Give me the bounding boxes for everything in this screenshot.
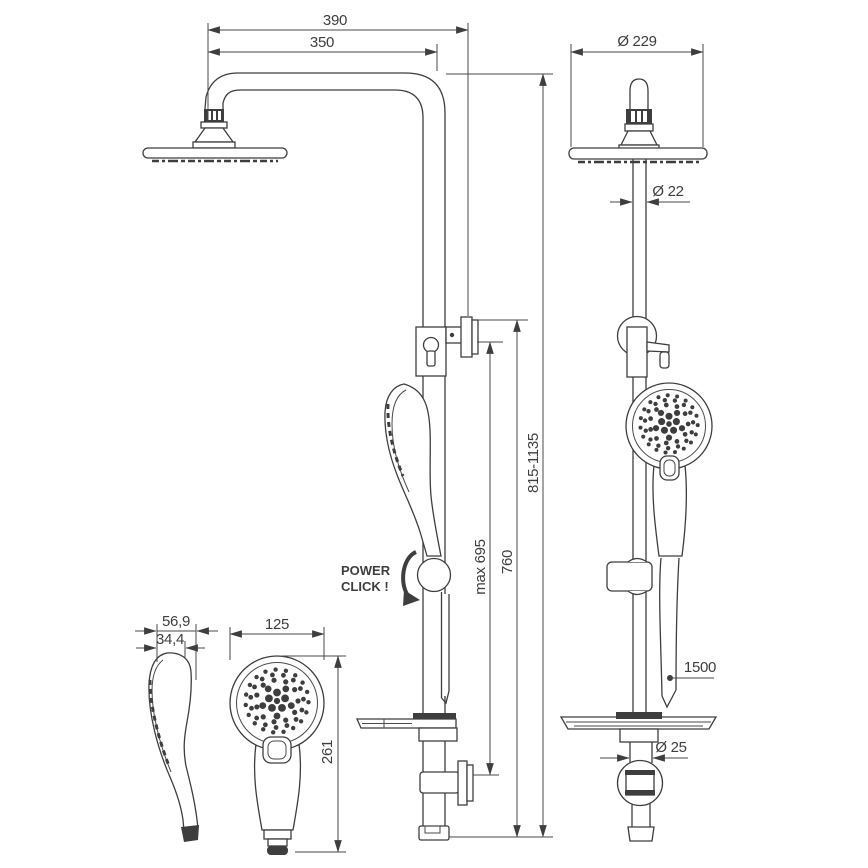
diverter-valve-side [415, 326, 447, 377]
dim-22-label: Ø 22 [652, 183, 683, 200]
spray-face-large [243, 667, 311, 735]
dim-261-label: 261 [319, 740, 336, 764]
lower-wall-bracket-side [419, 760, 474, 806]
power-click-label-1: POWER [341, 563, 391, 578]
side-view-dimensions: 390 350 max 695 760 815-1135 [207, 12, 553, 838]
power-click-knob [416, 557, 452, 593]
handshower-on-rail-side [384, 383, 442, 557]
handshower-front-view: 125 261 [229, 616, 346, 855]
front-view-dimensions: Ø 229 Ø 22 1500 Ø 25 [570, 33, 716, 762]
handshower-side-view: 56,9 34,4 [135, 613, 218, 842]
dim-max695-label: max 695 [472, 539, 489, 594]
upper-wall-bracket-front [616, 315, 670, 378]
column-end-cap-side [418, 825, 450, 841]
dim-229-label: Ø 229 [617, 33, 656, 50]
dim-1500-label: 1500 [684, 659, 716, 676]
front-view-shower-column [559, 78, 718, 842]
side-view-shower-column: POWER CLICK ! [142, 72, 479, 841]
column-end-cap-front [627, 826, 655, 842]
dim-25-label: Ø 25 [655, 739, 686, 756]
dim-125-label: 125 [265, 616, 289, 633]
spray-face-small [638, 393, 700, 455]
handshower-holder-front [606, 557, 653, 596]
dim-815-1135-label: 815-1135 [525, 433, 542, 493]
lower-wall-bracket-front [616, 759, 664, 807]
upper-wall-bracket-side [445, 316, 479, 358]
dim-390-label: 390 [323, 12, 347, 29]
shelf-front [559, 712, 718, 743]
overhead-shower-front [568, 78, 708, 164]
overhead-shower-side [142, 109, 288, 163]
dim-760-label: 760 [499, 550, 516, 574]
dim-34-4-label: 34,4 [156, 631, 184, 648]
hose-side [440, 592, 450, 705]
power-click-label-2: CLICK ! [341, 579, 389, 594]
rotation-arrow [401, 550, 420, 606]
dim-350-label: 350 [310, 34, 334, 51]
hose-front [659, 557, 680, 709]
shelf-side [355, 713, 458, 742]
handshower-on-rail-front [625, 382, 713, 557]
dim-56-9-label: 56,9 [162, 613, 190, 630]
